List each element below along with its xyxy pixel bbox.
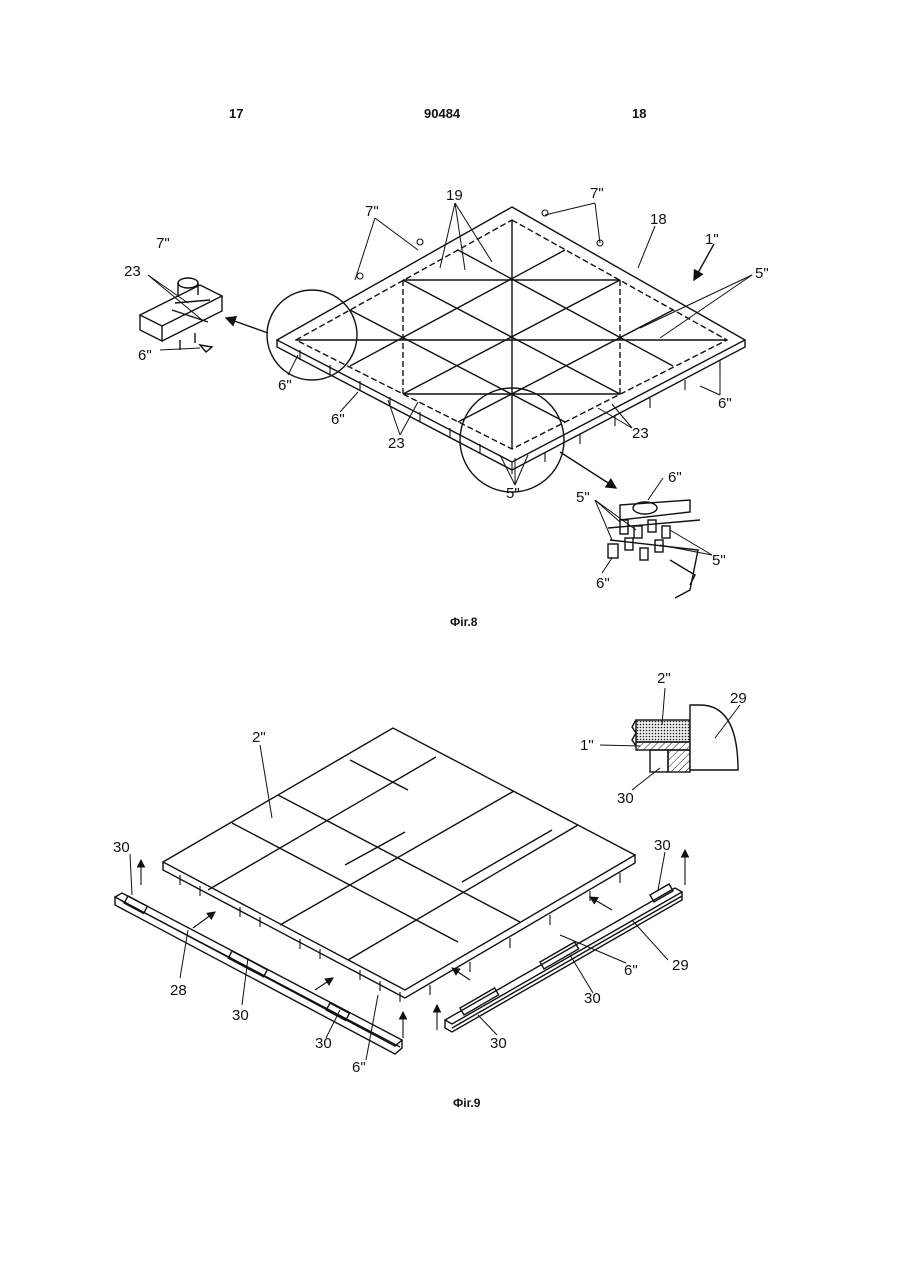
detail-left-part — [140, 278, 222, 352]
label-6-lower-left: 6" — [331, 411, 345, 428]
cross-section-detail — [632, 705, 738, 772]
label-30-right-low: 30 — [490, 1035, 507, 1052]
figure-8-caption: Фіг.8 — [450, 615, 477, 629]
label-28: 28 — [170, 982, 187, 999]
label-6-detail: 6" — [138, 347, 152, 364]
label-7-top-left: 7" — [365, 203, 379, 220]
label-1-section: 1" — [580, 737, 594, 754]
label-23-detail: 23 — [124, 263, 141, 280]
detail-bottom-part — [608, 500, 700, 598]
label-18: 18 — [650, 211, 667, 228]
label-23-right: 23 — [632, 425, 649, 442]
label-5-bottom: 5" — [506, 485, 520, 502]
label-1: 1" — [705, 231, 719, 248]
label-6-left: 6" — [352, 1059, 366, 1076]
fig8-drawing — [140, 203, 752, 598]
label-5-detail-right: 5" — [712, 552, 726, 569]
figure-9-caption: Фіг.9 — [453, 1096, 480, 1110]
label-2-tile: 2" — [252, 729, 266, 746]
fig9-drawing — [115, 688, 740, 1060]
leader-lines — [148, 203, 752, 573]
label-6-left: 6" — [278, 377, 292, 394]
label-29: 29 — [672, 957, 689, 974]
label-29-section: 29 — [730, 690, 747, 707]
label-6-detail-lower: 6" — [596, 575, 610, 592]
label-23-left: 23 — [388, 435, 405, 452]
label-7-top-right: 7" — [590, 185, 604, 202]
label-30-right-end: 30 — [654, 837, 671, 854]
label-5-right: 5" — [755, 265, 769, 282]
label-6-right: 6" — [718, 395, 732, 412]
label-30-section: 30 — [617, 790, 634, 807]
support-legs — [300, 210, 720, 474]
tile-frame-outer — [277, 207, 745, 462]
label-30-right-mid: 30 — [584, 990, 601, 1007]
label-30-left-mid: 30 — [232, 1007, 249, 1024]
label-2-section: 2" — [657, 670, 671, 687]
label-6-right: 6" — [624, 962, 638, 979]
label-6-detail-bottom: 6" — [668, 469, 682, 486]
label-30-left-low: 30 — [315, 1035, 332, 1052]
label-19: 19 — [446, 187, 463, 204]
label-5-detail-left: 5" — [576, 489, 590, 506]
label-7-detail: 7" — [156, 235, 170, 252]
detail-circle-left — [267, 290, 357, 380]
label-30-left-end: 30 — [113, 839, 130, 856]
